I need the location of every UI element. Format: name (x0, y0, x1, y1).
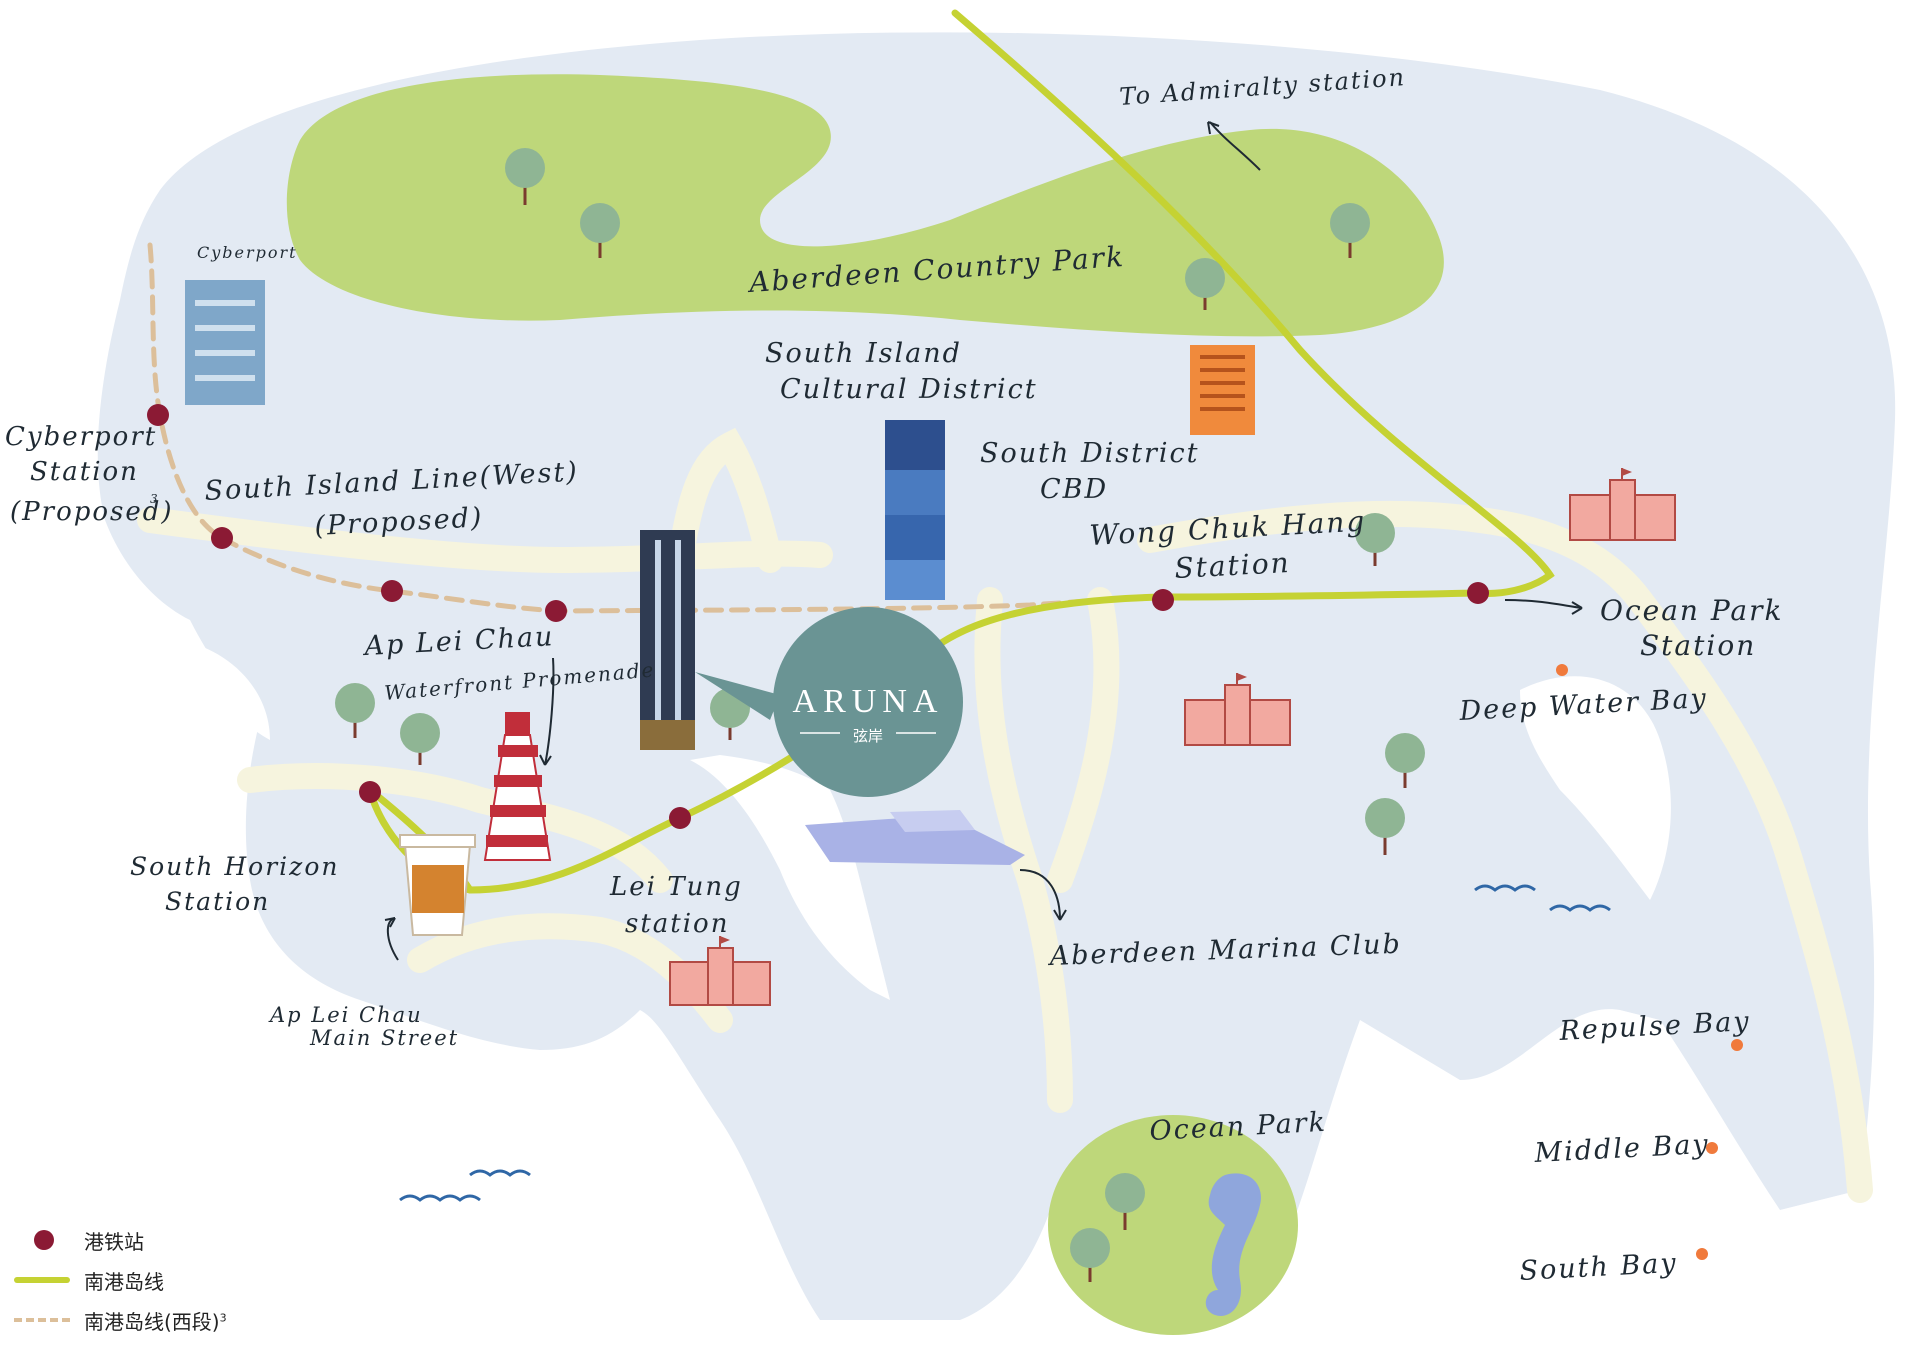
legend-south-island-line: 南港岛线 (14, 1260, 227, 1300)
map-legend: 港铁站 南港岛线 南港岛线(西段)3 (14, 1220, 227, 1340)
label-cyberport-station-sup: 3 (150, 492, 160, 506)
station-lei-tung[interactable] (669, 807, 691, 829)
tree-icon (1355, 513, 1395, 566)
cyberport-building-icon (185, 280, 265, 405)
label-lei-tung-2: station (625, 909, 729, 939)
aruna-tower-icon (640, 530, 695, 750)
aberdeen-channel (690, 755, 890, 1000)
label-wong-chuk-hang-2: Station (1174, 546, 1292, 585)
label-lei-tung-1: Lei Tung (609, 872, 743, 902)
station-south-horizon[interactable] (359, 781, 381, 803)
label-cultural-district-1: South Island (765, 338, 962, 369)
bay-cutout (1520, 676, 1671, 900)
aruna-chinese-name: 弦岸 (853, 727, 883, 745)
label-south-horizon-1: South Horizon (130, 852, 340, 881)
tree-icon (505, 148, 545, 205)
school-icon (1184, 673, 1291, 746)
water-waves (399, 884, 1611, 1202)
label-cyberport-station-2: Station (30, 457, 139, 487)
legend-west-sup: 3 (219, 1310, 227, 1324)
station-west-1[interactable] (211, 527, 233, 549)
label-middle-bay: Middle Bay (1533, 1129, 1711, 1169)
aruna-callout-pointer (695, 672, 780, 720)
tree-icon (1105, 1173, 1145, 1230)
legend-south-island-line-label: 南港岛线 (84, 1269, 164, 1294)
legend-south-island-line-west: 南港岛线(西段)3 (14, 1300, 227, 1340)
label-cbd-2: CBD (1040, 474, 1108, 505)
station-west-3[interactable] (545, 600, 567, 622)
school-icon (1569, 468, 1676, 541)
tree-icon (1365, 798, 1405, 855)
label-cyberport-station-1: Cyberport (5, 422, 157, 452)
legend-station-label: 港铁站 (84, 1229, 144, 1254)
station-ocean-park[interactable] (1467, 582, 1489, 604)
school-icon (669, 936, 771, 1006)
label-cbd-1: South District (980, 438, 1199, 469)
south-island-line (366, 9, 1555, 894)
aruna-badge[interactable] (773, 607, 963, 797)
tree-icon (1385, 733, 1425, 788)
label-main-street-1: Ap Lei Chau (268, 1003, 423, 1027)
south-bay-dot (1696, 1248, 1708, 1260)
ocean-park-area (1048, 1115, 1298, 1335)
deep-water-bay-dot (1556, 664, 1568, 676)
legend-station: 港铁站 (14, 1220, 227, 1260)
yacht-icon (805, 810, 1025, 865)
label-ocean-park-station-2: Station (1640, 629, 1756, 662)
label-cultural-district-2: Cultural District (780, 374, 1038, 405)
cbd-tower-icon (885, 420, 945, 600)
solid-line-icon (14, 1270, 84, 1290)
dashed-line-icon (14, 1310, 84, 1330)
middle-bay-dot (1706, 1142, 1718, 1154)
station-dot-icon (14, 1230, 84, 1250)
tree-icon (400, 713, 440, 765)
trees (335, 148, 1425, 1282)
label-cyberport-station-3: (Proposed) (10, 497, 174, 527)
aruna-name: ARUNA (793, 683, 944, 720)
label-south-bay: South Bay (1519, 1248, 1679, 1287)
station-wong-chuk-hang[interactable] (1152, 589, 1174, 611)
arrows (384, 121, 1583, 961)
tree-icon (1330, 203, 1370, 258)
aberdeen-country-park (286, 74, 1444, 337)
repulse-bay-dot (1731, 1039, 1743, 1051)
tree-icon (580, 203, 620, 258)
label-ocean-park-station-1: Ocean Park (1600, 594, 1783, 627)
tree-icon (1185, 258, 1225, 310)
stations (147, 404, 1489, 829)
label-main-street-2: Main Street (309, 1026, 459, 1050)
lighthouse-icon (483, 712, 552, 861)
label-south-horizon-2: Station (165, 887, 270, 916)
west-cutout (165, 640, 270, 740)
office-building-icon (1190, 345, 1255, 435)
legend-west-label: 南港岛线(西段) (84, 1309, 220, 1334)
station-cyberport[interactable] (147, 404, 169, 426)
beach-dots (1556, 664, 1743, 1260)
coffee-cup-icon (399, 834, 476, 936)
label-cyberport: Cyberport (197, 243, 298, 262)
station-west-2[interactable] (381, 580, 403, 602)
tree-icon (335, 683, 375, 738)
tree-icon (1070, 1228, 1110, 1282)
seahorse-icon (1205, 1173, 1261, 1316)
